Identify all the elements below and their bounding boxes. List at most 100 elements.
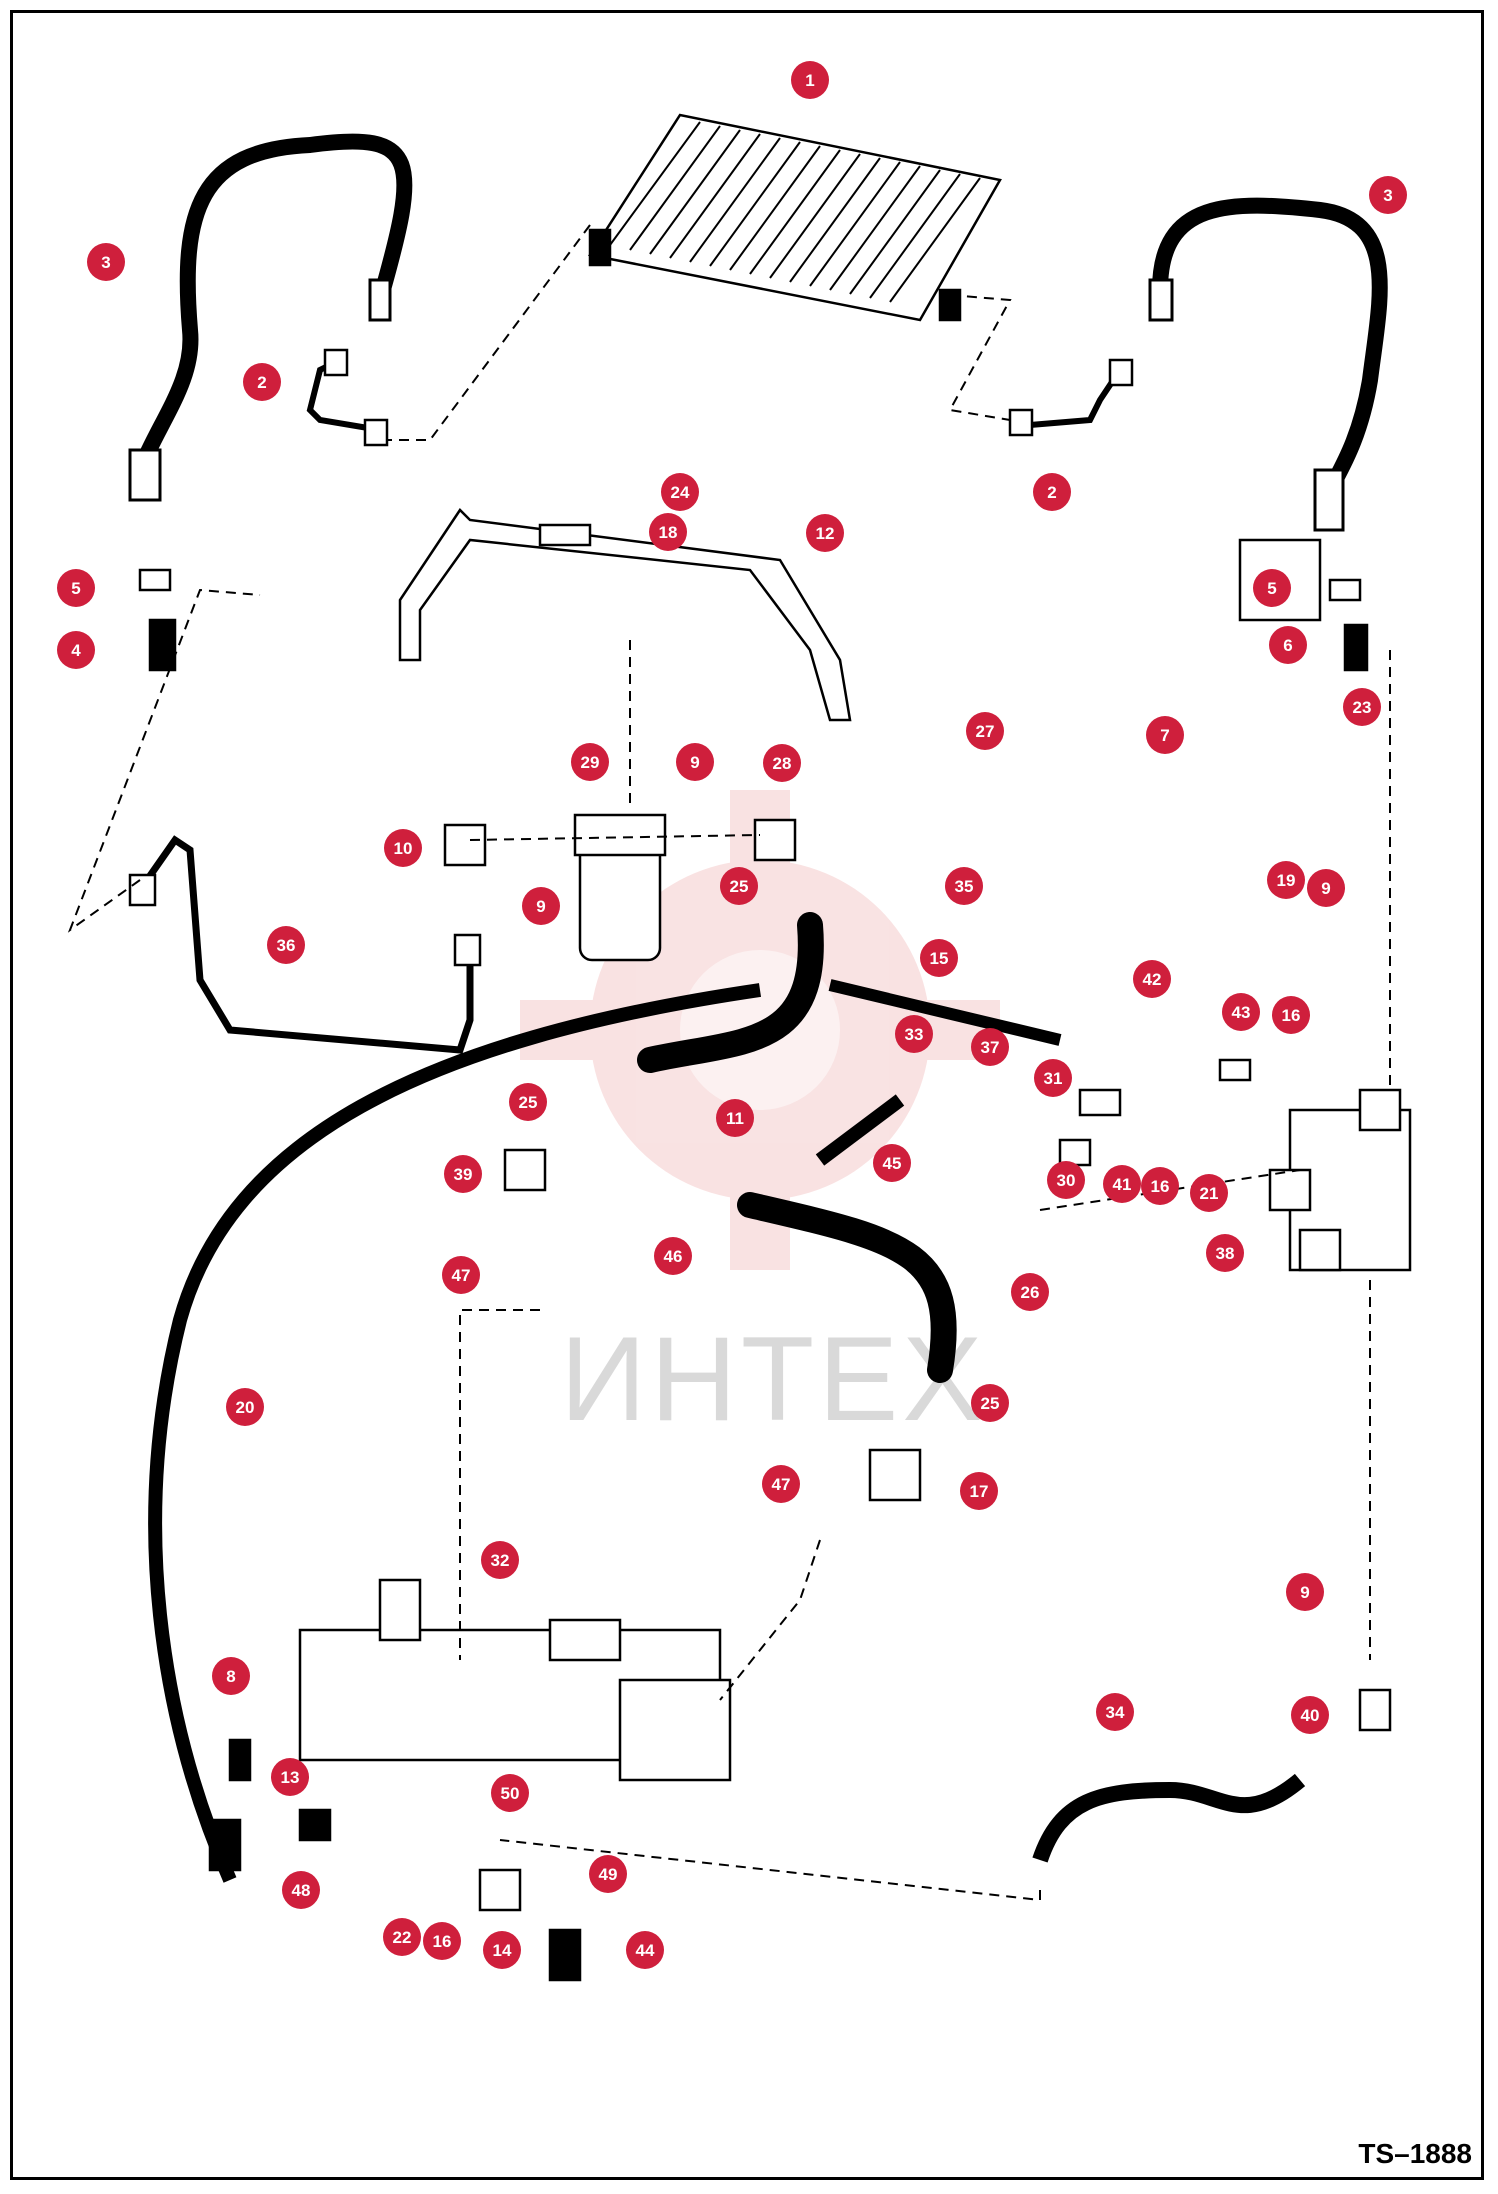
callout-18: 18 bbox=[649, 513, 687, 551]
callout-44: 44 bbox=[626, 1931, 664, 1969]
callout-marker bbox=[626, 1931, 664, 1969]
callout-number: 22 bbox=[393, 1928, 412, 1947]
callout-41: 41 bbox=[1103, 1165, 1141, 1203]
callout-number: 49 bbox=[599, 1865, 618, 1884]
callout-marker bbox=[960, 1472, 998, 1510]
document-code: TS–1888 bbox=[1358, 2138, 1472, 2169]
callout-3: 3 bbox=[87, 243, 125, 281]
callout-42: 42 bbox=[1133, 960, 1171, 998]
callout-marker bbox=[1206, 1234, 1244, 1272]
callout-number: 4 bbox=[71, 641, 81, 660]
callout-number: 27 bbox=[976, 722, 995, 741]
callout-number: 28 bbox=[773, 754, 792, 773]
callout-marker bbox=[87, 243, 125, 281]
callout-marker bbox=[1269, 626, 1307, 664]
callout-marker bbox=[1291, 1696, 1329, 1734]
callout-marker bbox=[571, 743, 609, 781]
callout-32: 32 bbox=[481, 1541, 519, 1579]
callout-marker bbox=[1141, 1167, 1179, 1205]
callout-marker bbox=[589, 1855, 627, 1893]
callout-number: 29 bbox=[581, 753, 600, 772]
callout-marker bbox=[1047, 1161, 1085, 1199]
tube-36-part bbox=[137, 835, 474, 1054]
callout-22: 22 bbox=[383, 1918, 421, 1956]
callout-marker bbox=[720, 867, 758, 905]
callout-marker bbox=[1267, 861, 1305, 899]
callout-marker bbox=[676, 743, 714, 781]
callout-50: 50 bbox=[491, 1774, 529, 1812]
callout-marker bbox=[267, 926, 305, 964]
callout-9: 9 bbox=[522, 887, 560, 925]
callout-20: 20 bbox=[226, 1388, 264, 1426]
callout-number: 8 bbox=[226, 1667, 235, 1686]
callout-marker bbox=[1369, 176, 1407, 214]
callout-number: 20 bbox=[236, 1398, 255, 1417]
callout-6: 6 bbox=[1269, 626, 1307, 664]
callout-number: 3 bbox=[101, 253, 110, 272]
callout-13: 13 bbox=[271, 1758, 309, 1796]
callout-marker bbox=[716, 1099, 754, 1137]
callout-17: 17 bbox=[960, 1472, 998, 1510]
callout-marker bbox=[971, 1028, 1009, 1066]
callout-12: 12 bbox=[806, 514, 844, 552]
callout-27: 27 bbox=[966, 712, 1004, 750]
callout-marker bbox=[444, 1155, 482, 1193]
callout-2: 2 bbox=[1033, 473, 1071, 511]
callout-30: 30 bbox=[1047, 1161, 1085, 1199]
callout-marker bbox=[1253, 569, 1291, 607]
callout-marker bbox=[1146, 716, 1184, 754]
callout-marker bbox=[762, 1465, 800, 1503]
callout-number: 9 bbox=[1300, 1583, 1309, 1602]
callout-2: 2 bbox=[243, 363, 281, 401]
callout-marker bbox=[226, 1388, 264, 1426]
callout-9: 9 bbox=[676, 743, 714, 781]
callout-number: 25 bbox=[730, 877, 749, 896]
callout-33: 33 bbox=[895, 1015, 933, 1053]
callout-marker bbox=[282, 1871, 320, 1909]
callout-number: 10 bbox=[394, 839, 413, 858]
callout-marker bbox=[509, 1083, 547, 1121]
callout-1: 1 bbox=[791, 61, 829, 99]
callout-number: 34 bbox=[1106, 1703, 1125, 1722]
callout-number: 26 bbox=[1021, 1283, 1040, 1302]
callout-marker bbox=[873, 1144, 911, 1182]
callout-number: 35 bbox=[955, 877, 974, 896]
callout-marker bbox=[791, 61, 829, 99]
callout-marker bbox=[649, 513, 687, 551]
callout-marker bbox=[1343, 688, 1381, 726]
callout-number: 21 bbox=[1200, 1184, 1219, 1203]
callout-23: 23 bbox=[1343, 688, 1381, 726]
callout-marker bbox=[271, 1758, 309, 1796]
callout-16: 16 bbox=[1141, 1167, 1179, 1205]
callout-marker bbox=[654, 1237, 692, 1275]
callout-number: 50 bbox=[501, 1784, 520, 1803]
callout-marker bbox=[243, 363, 281, 401]
callout-number: 44 bbox=[636, 1941, 655, 1960]
callout-35: 35 bbox=[945, 867, 983, 905]
callout-marker bbox=[1033, 473, 1071, 511]
callout-marker bbox=[1307, 869, 1345, 907]
callout-number: 31 bbox=[1044, 1069, 1063, 1088]
callout-marker bbox=[57, 631, 95, 669]
callout-43: 43 bbox=[1222, 993, 1260, 1031]
callout-number: 24 bbox=[671, 483, 690, 502]
callout-number: 15 bbox=[930, 949, 949, 968]
oil-cooler-part bbox=[587, 113, 1002, 322]
callout-marker bbox=[1133, 960, 1171, 998]
callout-number: 37 bbox=[981, 1038, 1000, 1057]
callout-marker bbox=[971, 1384, 1009, 1422]
callout-marker bbox=[481, 1541, 519, 1579]
callout-37: 37 bbox=[971, 1028, 1009, 1066]
callout-marker bbox=[1011, 1273, 1049, 1311]
callout-number: 17 bbox=[970, 1482, 989, 1501]
callout-36: 36 bbox=[267, 926, 305, 964]
hose-20-part bbox=[148, 983, 762, 1883]
callout-7: 7 bbox=[1146, 716, 1184, 754]
callout-number: 5 bbox=[1267, 579, 1276, 598]
callout-number: 12 bbox=[816, 524, 835, 543]
callout-19: 19 bbox=[1267, 861, 1305, 899]
callout-28: 28 bbox=[763, 744, 801, 782]
callout-number: 33 bbox=[905, 1025, 924, 1044]
